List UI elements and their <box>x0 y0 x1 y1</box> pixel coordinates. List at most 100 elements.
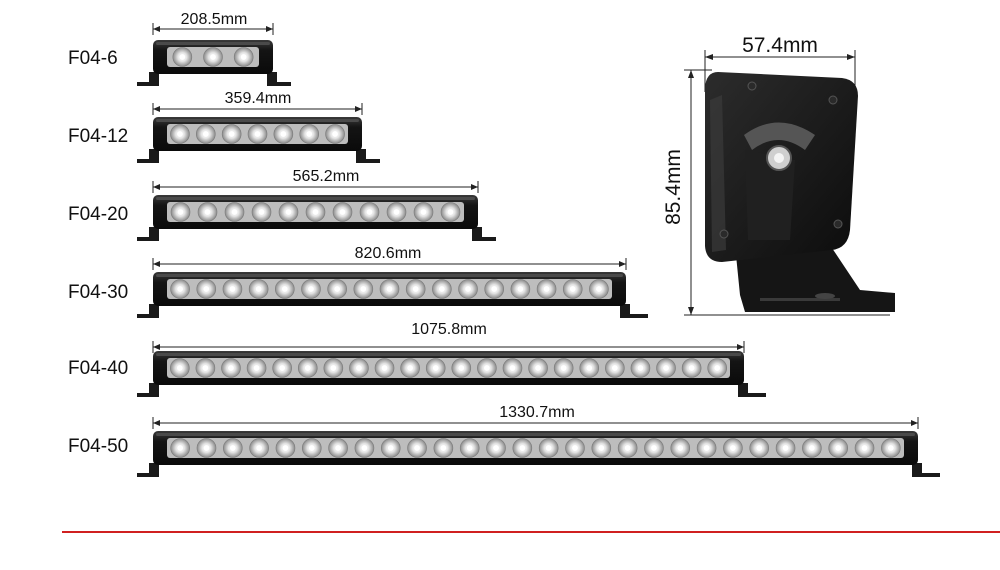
led-core-f04-40-15 <box>535 365 541 371</box>
bar-top-highlight-f04-20 <box>156 197 475 200</box>
led-core-f04-40-1 <box>176 365 183 371</box>
dimension-label-f04-40: 1075.8mm <box>411 321 487 338</box>
led-core-f04-50-28 <box>887 445 894 451</box>
led-core-f04-40-13 <box>484 365 490 371</box>
side-pivot-bolt-center <box>774 153 784 163</box>
led-core-f04-30-9 <box>386 286 393 292</box>
led-core-f04-40-22 <box>714 365 721 371</box>
led-core-f04-20-10 <box>420 209 427 215</box>
led-core-f04-50-23 <box>756 445 763 451</box>
led-core-f04-50-21 <box>703 445 710 451</box>
led-core-f04-40-10 <box>407 365 413 371</box>
light-bars-group <box>137 23 940 477</box>
side-width-arrow-right <box>847 54 855 60</box>
bracket-left-f04-30 <box>137 304 159 318</box>
led-core-f04-50-1 <box>177 445 184 451</box>
led-core-f04-50-27 <box>861 445 868 451</box>
led-core-f04-50-13 <box>493 445 499 451</box>
led-core-f04-30-5 <box>281 286 288 292</box>
led-core-f04-50-24 <box>782 445 789 451</box>
led-core-f04-30-2 <box>203 286 210 292</box>
dimension-arrow-right-f04-6 <box>266 26 273 32</box>
model-label-f04-50: F04-50 <box>68 436 129 457</box>
side-adjust-dial <box>744 122 815 150</box>
bar-top-highlight-f04-30 <box>156 274 623 277</box>
led-core-f04-40-18 <box>611 365 618 371</box>
bracket-left-f04-6 <box>137 72 159 86</box>
led-core-f04-50-26 <box>835 445 842 451</box>
led-core-f04-12-5 <box>280 131 287 137</box>
side-bracket-edge <box>760 298 840 301</box>
led-core-f04-50-19 <box>651 445 657 451</box>
led-core-f04-40-3 <box>228 365 234 371</box>
accent-rule <box>62 531 1000 533</box>
bracket-right-f04-50 <box>912 463 940 477</box>
led-core-f04-40-5 <box>279 365 286 371</box>
led-core-f04-40-21 <box>688 365 695 371</box>
led-core-f04-40-9 <box>381 365 388 371</box>
side-view-drawing <box>684 50 895 316</box>
led-core-f04-40-16 <box>560 365 567 371</box>
side-width-label: 57.4mm <box>742 34 818 57</box>
led-core-f04-50-25 <box>809 445 815 451</box>
side-height-arrow-bottom <box>688 307 694 315</box>
led-core-f04-30-17 <box>596 286 602 292</box>
dimension-arrow-right-f04-50 <box>911 420 918 426</box>
led-core-f04-20-11 <box>447 209 454 215</box>
led-core-f04-50-16 <box>572 445 578 451</box>
side-screw-bottom-right <box>833 219 843 229</box>
led-core-f04-20-8 <box>366 209 373 215</box>
led-core-f04-40-12 <box>458 365 465 371</box>
led-core-f04-20-6 <box>312 209 319 215</box>
led-core-f04-30-7 <box>334 286 340 292</box>
led-core-f04-50-3 <box>229 445 236 451</box>
led-core-f04-50-8 <box>361 445 368 451</box>
led-core-f04-50-11 <box>440 445 447 451</box>
dimension-label-f04-12: 359.4mm <box>224 90 292 107</box>
led-core-f04-50-10 <box>414 445 420 451</box>
led-core-f04-40-19 <box>637 365 644 371</box>
led-core-f04-30-3 <box>229 286 236 292</box>
led-core-f04-40-7 <box>330 365 337 371</box>
led-core-f04-12-7 <box>332 131 338 137</box>
led-core-f04-20-2 <box>204 209 211 215</box>
dimension-arrow-right-f04-40 <box>737 344 744 350</box>
dimension-arrow-left-f04-6 <box>153 26 160 32</box>
dimension-arrow-left-f04-50 <box>153 420 160 426</box>
led-core-f04-50-9 <box>387 445 394 451</box>
led-core-f04-20-5 <box>285 209 292 215</box>
led-core-f04-40-6 <box>304 365 311 371</box>
led-core-f04-50-4 <box>256 445 262 451</box>
led-core-f04-50-18 <box>624 445 631 451</box>
model-label-f04-6: F04-6 <box>68 48 118 69</box>
dimension-arrow-left-f04-30 <box>153 261 160 267</box>
bracket-left-f04-40 <box>137 383 159 397</box>
led-core-f04-40-8 <box>356 365 362 371</box>
dimension-label-f04-30: 820.6mm <box>354 245 422 262</box>
model-label-f04-40: F04-40 <box>68 358 129 379</box>
dimension-arrow-right-f04-20 <box>471 184 478 190</box>
led-core-f04-50-20 <box>677 445 684 451</box>
side-screw-bottom-left <box>719 229 729 239</box>
bracket-right-f04-6 <box>267 72 291 86</box>
led-core-f04-20-3 <box>231 209 238 215</box>
bar-top-highlight-f04-12 <box>156 119 359 122</box>
side-height-arrow-top <box>688 70 694 78</box>
model-label-f04-12: F04-12 <box>68 126 129 147</box>
led-core-f04-50-15 <box>545 445 552 451</box>
dimension-label-f04-50: 1330.7mm <box>499 404 575 421</box>
led-core-f04-40-4 <box>253 365 260 371</box>
dimension-arrow-left-f04-40 <box>153 344 160 350</box>
led-core-f04-30-10 <box>412 286 419 292</box>
bar-lens-f04-50 <box>167 438 904 458</box>
led-core-f04-40-14 <box>509 365 516 371</box>
side-screw-top-left <box>747 81 757 91</box>
led-core-f04-12-6 <box>306 131 313 137</box>
led-core-f04-12-2 <box>202 131 209 137</box>
led-core-f04-30-16 <box>569 286 576 292</box>
led-core-f04-40-11 <box>432 365 439 371</box>
led-core-f04-30-4 <box>255 286 262 292</box>
led-core-f04-50-17 <box>598 445 605 451</box>
